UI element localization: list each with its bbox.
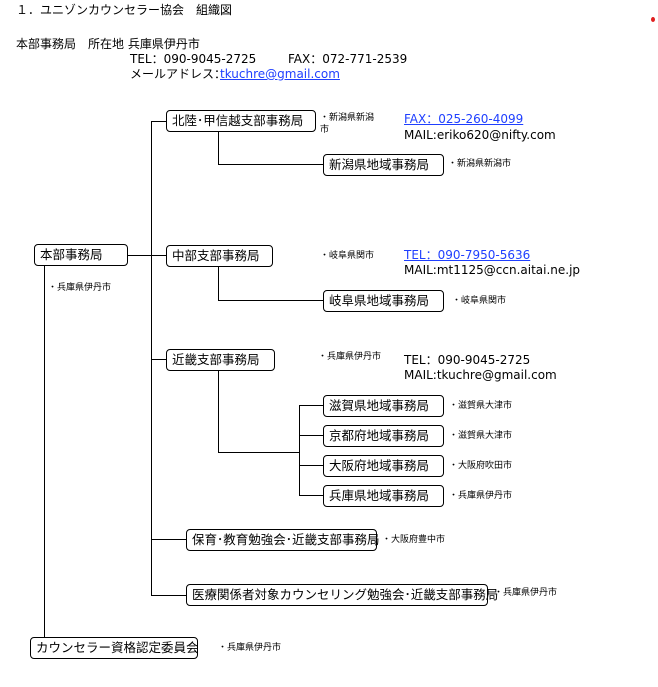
loc-iryo: ・兵庫県伊丹市 xyxy=(494,588,558,598)
loc-kyoto: ・滋賀県大津市 xyxy=(449,431,513,441)
loc-niigata: ・新潟県新潟市 xyxy=(448,159,512,169)
kinki-branch-line xyxy=(299,405,300,495)
kinki-drop-line xyxy=(218,370,219,452)
box-niigata: 新潟県地域事務局 xyxy=(323,154,444,176)
loc-chubu: ・岐阜県関市 xyxy=(320,251,375,261)
hokuriku-fax-link[interactable]: FAX：025-260-4099 xyxy=(404,112,524,126)
hq-email-link[interactable]: tkuchre@gmail.com xyxy=(220,67,340,81)
box-hokuriku: 北陸･甲信越支部事務局 xyxy=(166,110,316,132)
link-iryo xyxy=(151,595,186,596)
hq-fax: FAX：072-771-2539 xyxy=(288,52,408,66)
box-shiga: 滋賀県地域事務局 xyxy=(323,395,444,417)
main-trunk-line xyxy=(151,121,152,596)
box-chubu: 中部支部事務局 xyxy=(166,245,273,267)
loc-hokuriku-line2: 市 xyxy=(320,125,330,135)
link-hyogo xyxy=(299,495,323,496)
hq-email-label: メールアドレス： xyxy=(130,67,227,81)
loc-hokuriku-line1: ・新潟県新潟 xyxy=(320,113,375,123)
loc-honbu: ・兵庫県伊丹市 xyxy=(48,283,112,293)
box-hoiku: 保育･教育勉強会･近畿支部事務局 xyxy=(186,529,380,551)
hq-tel: TEL：090-9045-2725 xyxy=(130,52,257,66)
link-kinki xyxy=(151,359,167,360)
loc-hyogo: ・兵庫県伊丹市 xyxy=(449,491,513,501)
link-kinki-branch xyxy=(218,452,299,453)
page-title: １．ユニゾンカウンセラー協会 組織図 xyxy=(16,3,233,17)
link-hokuriku xyxy=(151,121,167,122)
box-osaka: 大阪府地域事務局 xyxy=(323,455,444,477)
link-honbu-chubu xyxy=(128,255,167,256)
loc-osaka: ・大阪府吹田市 xyxy=(449,461,513,471)
red-dot-mark xyxy=(651,17,655,22)
chubu-tel-link[interactable]: TEL：090-7950-5636 xyxy=(404,248,531,262)
link-gifu xyxy=(218,300,323,301)
link-hoiku xyxy=(151,539,186,540)
kinki-mail: MAIL:tkuchre@gmail.com xyxy=(404,368,557,382)
box-iryo: 医療関係者対象カウンセリング勉強会･近畿支部事務局 xyxy=(186,584,498,606)
loc-kinki: ・兵庫県伊丹市 xyxy=(318,352,382,362)
hokuriku-mail: MAIL:eriko620@nifty.com xyxy=(404,128,556,142)
box-honbu: 本部事務局 xyxy=(34,244,128,266)
box-kyoto: 京都府地域事務局 xyxy=(323,425,444,447)
link-osaka xyxy=(299,465,323,466)
loc-committee: ・兵庫県伊丹市 xyxy=(218,643,282,653)
box-committee: カウンセラー資格認定委員会 xyxy=(30,637,199,659)
box-kinki: 近畿支部事務局 xyxy=(166,349,275,371)
link-kyoto xyxy=(299,435,323,436)
box-gifu: 岐阜県地域事務局 xyxy=(323,290,444,312)
loc-gifu: ・岐阜県関市 xyxy=(452,296,507,306)
link-shiga xyxy=(299,405,323,406)
loc-shiga: ・滋賀県大津市 xyxy=(449,401,513,411)
kinki-tel: TEL：090-9045-2725 xyxy=(404,353,531,367)
box-hyogo: 兵庫県地域事務局 xyxy=(323,485,444,507)
hokuriku-drop-line xyxy=(218,131,219,164)
loc-hoiku: ・大阪府豊中市 xyxy=(382,535,446,545)
chubu-mail: MAIL:mt1125@ccn.aitai.ne.jp xyxy=(404,263,581,277)
hq-address: 本部事務局 所在地 兵庫県伊丹市 xyxy=(16,37,200,51)
chubu-drop-line xyxy=(218,266,219,300)
honbu-committee-line xyxy=(44,266,45,638)
link-niigata xyxy=(218,164,323,165)
